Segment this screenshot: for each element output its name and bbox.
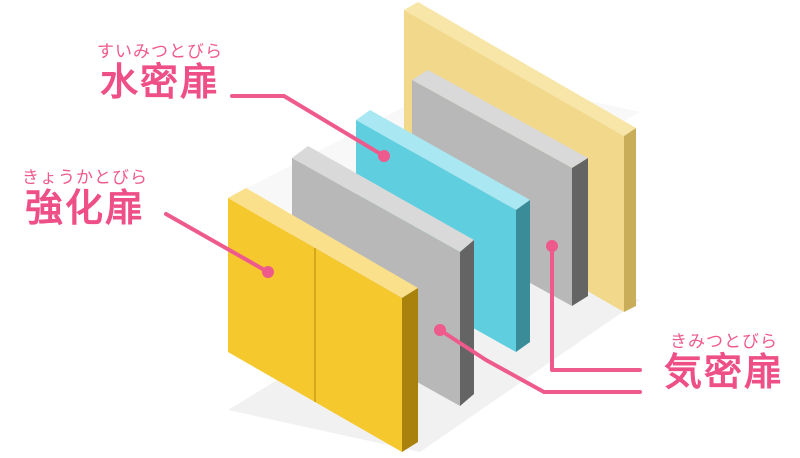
reinforced-door <box>228 188 418 452</box>
label-watertight-door: すいみつとびら 水密扉 <box>60 44 260 105</box>
leader-lines <box>164 94 642 394</box>
label-air-ruby: きみつとびら <box>670 332 778 352</box>
leader-air-rear <box>550 244 642 372</box>
label-reinforced-door: きょうかとびら 強化扉 <box>0 170 170 231</box>
leader-water <box>230 94 386 158</box>
label-air-name: 気密扉 <box>663 350 784 394</box>
label-strong-name: 強化扉 <box>24 186 145 230</box>
label-airtight-door: きみつとびら 気密扉 <box>654 334 794 395</box>
label-water-ruby: すいみつとびら <box>97 42 223 62</box>
label-strong-ruby: きょうかとびら <box>22 168 148 188</box>
leader-dots <box>262 150 558 336</box>
label-water-name: 水密扉 <box>99 60 220 104</box>
leader-strong <box>164 212 270 274</box>
leader-air-front <box>438 328 642 394</box>
